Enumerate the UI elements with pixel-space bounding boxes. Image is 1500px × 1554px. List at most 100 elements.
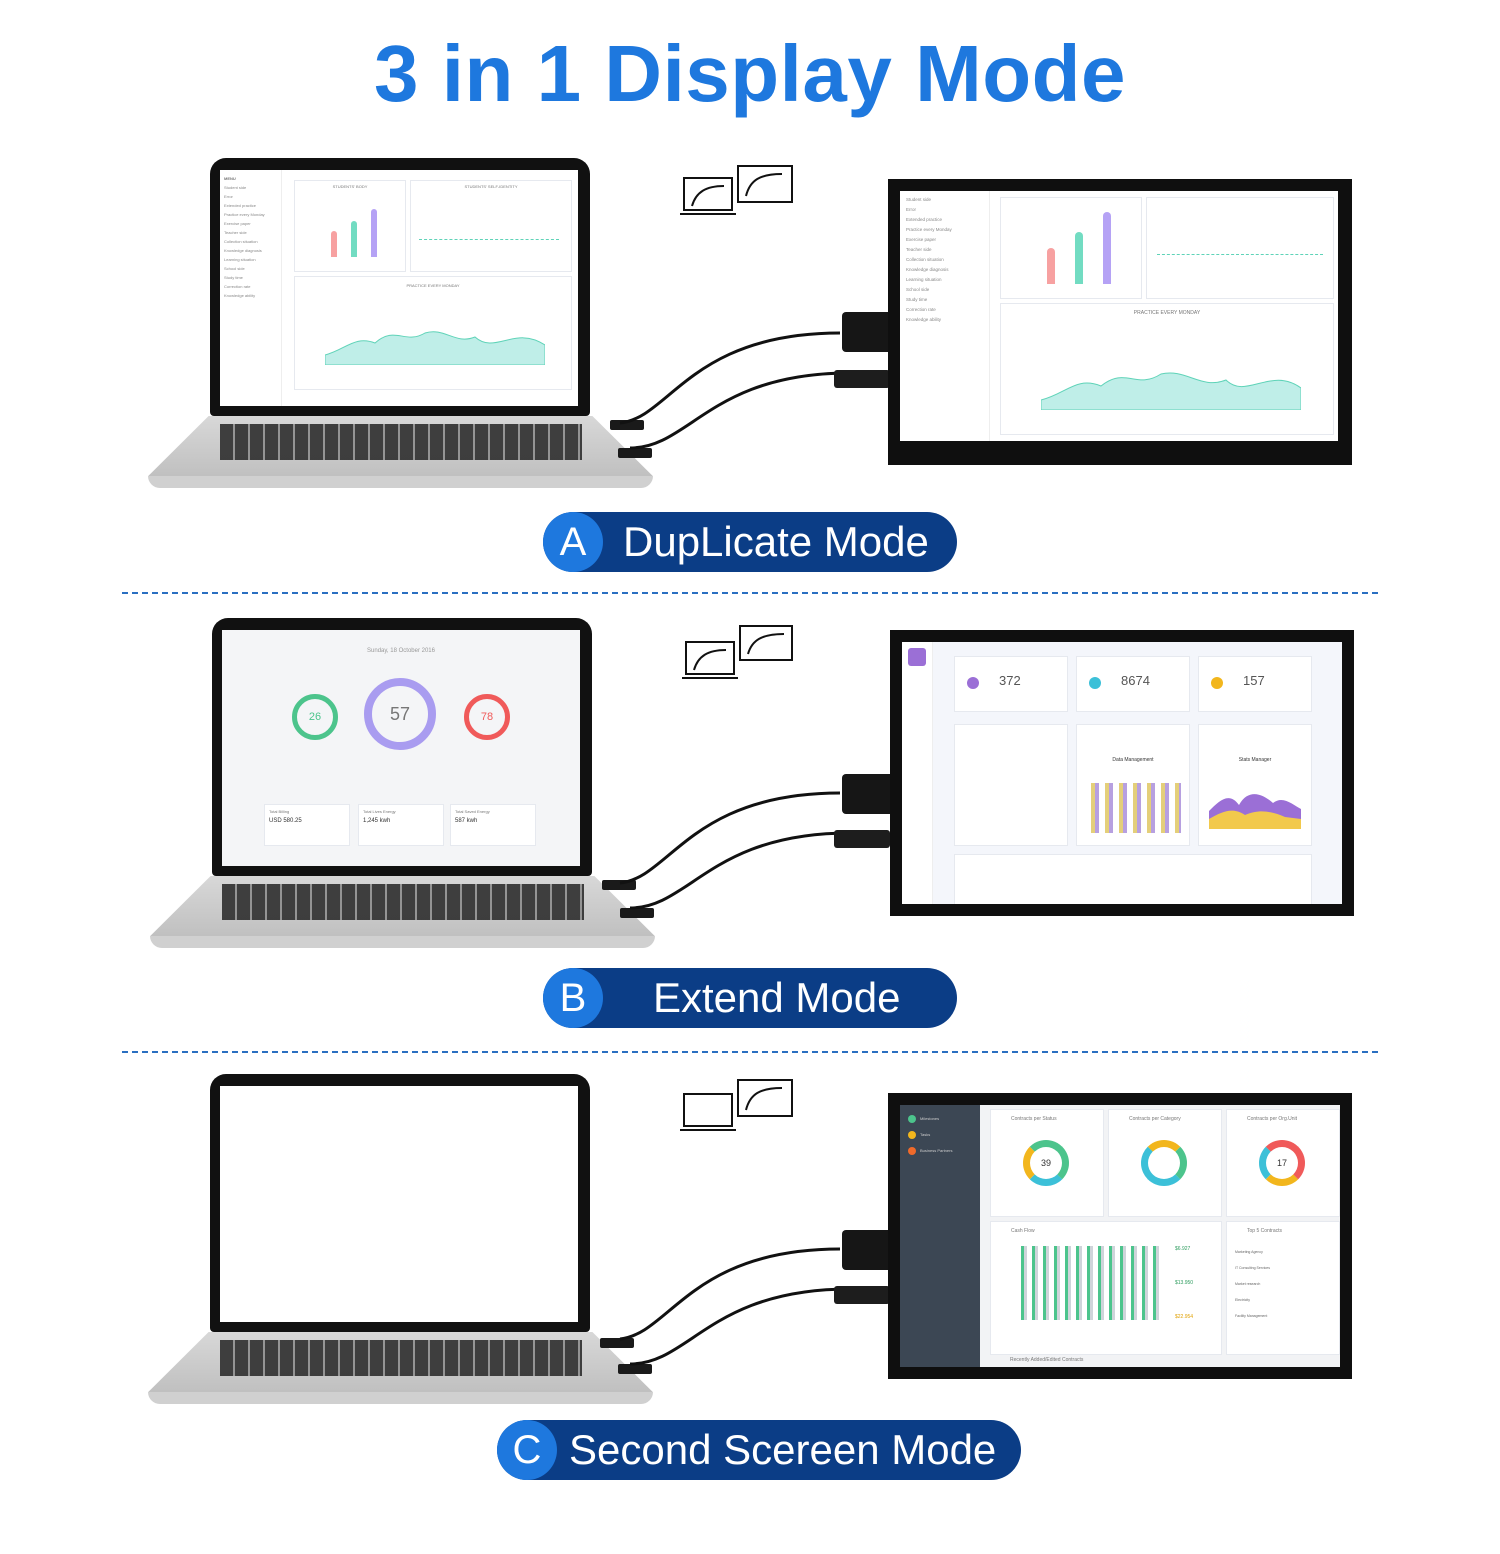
temperature-ring: 78	[464, 694, 510, 740]
external-monitor: Milestones Tasks Business Partners Contr…	[888, 1093, 1352, 1379]
sidebar-item[interactable]: School side	[906, 287, 930, 292]
usb-port	[618, 448, 652, 458]
contract-row[interactable]: Facility Management	[1235, 1314, 1268, 1318]
bar-hairstyle	[1047, 248, 1055, 284]
stat-value: 8674	[1121, 673, 1150, 688]
sidebar-item[interactable]: Practice every Monday	[224, 212, 265, 217]
contract-row[interactable]: Marketing Agency	[1235, 1250, 1263, 1254]
plugins-card	[954, 854, 1312, 904]
students-body-card: STUDENTS' BODY	[294, 180, 406, 272]
sidebar-item[interactable]: Learning situation	[906, 277, 942, 282]
laptop-lid	[210, 1074, 590, 1332]
dashboard-sidebar: Milestones Tasks Business Partners	[900, 1105, 980, 1367]
temperature-ring: 57	[364, 678, 436, 750]
sidebar-item[interactable]: Student side	[224, 185, 247, 190]
sidebar-item[interactable]: Study time	[906, 297, 928, 302]
sidebar-item[interactable]: Exercise paper	[906, 237, 937, 242]
card-title: Top 5 Contracts	[1247, 1228, 1283, 1234]
sidebar-item[interactable]: Knowledge ability	[906, 317, 942, 322]
bar-chart	[1041, 209, 1121, 284]
sidebar-item[interactable]: Exercise paper	[224, 221, 251, 226]
stat-value: 157	[1243, 673, 1265, 688]
external-monitor: 372 8674 157 Data Management Stats Manag…	[890, 630, 1354, 916]
mode-name: DupLicate Mode	[623, 518, 929, 565]
usb-connector	[834, 370, 890, 388]
mode-letter: A	[543, 512, 603, 572]
cash-stat: $22.954	[1175, 1314, 1194, 1320]
sidebar-item[interactable]: Learning situation	[224, 257, 256, 262]
ring-value: 57	[389, 704, 411, 724]
sidebar-item[interactable]: Correction rate	[906, 307, 936, 312]
mode-letter: B	[543, 968, 603, 1028]
contract-row[interactable]: Electricity	[1235, 1298, 1250, 1302]
usb-port	[602, 880, 636, 890]
sidebar-item[interactable]: Collection situation	[224, 239, 258, 244]
sidebar-item[interactable]: Practice every Monday	[906, 227, 952, 232]
sidebar-item[interactable]: Student side	[906, 197, 932, 202]
monitor-screen: Milestones Tasks Business Partners Contr…	[900, 1105, 1340, 1367]
stat-value: 372	[999, 673, 1021, 688]
stat-icon	[967, 677, 979, 689]
card-title: Total Lives Energy	[363, 809, 396, 814]
sidebar-item[interactable]: Knowledge diagnosis	[906, 267, 949, 272]
laptop-base	[148, 1392, 653, 1404]
stat-card: 372	[954, 656, 1068, 712]
sidebar-item[interactable]: Knowledge ability	[224, 293, 256, 298]
sidebar-item[interactable]: Error	[224, 194, 233, 199]
contracts-category-card: Contracts per Category	[1108, 1109, 1222, 1217]
duplicate-mode-icon	[680, 158, 795, 218]
laptop-lid: Sunday, 18 October 2016 26 57 78 Total B…	[212, 618, 592, 876]
donut-chart: 39	[1023, 1140, 1069, 1186]
contract-row[interactable]: IT Consulting Services	[1235, 1266, 1270, 1270]
side-item[interactable]: Tasks	[908, 1131, 972, 1143]
laptop-base	[150, 936, 655, 948]
stat-icon	[1211, 677, 1223, 689]
mode-label-a: A DupLicate Mode	[543, 512, 957, 572]
stat-card: Total Saved Energy 587 kwh	[450, 804, 536, 846]
stat-icon	[1089, 677, 1101, 689]
dot-line	[1157, 254, 1323, 255]
area-chart	[325, 331, 545, 365]
cash-stat: $6.927	[1175, 1246, 1191, 1252]
menu-label: MENU	[224, 176, 236, 181]
usb-port	[600, 1338, 634, 1348]
self-identity-card	[1146, 197, 1334, 299]
area-chart	[1041, 372, 1301, 410]
sidebar-item[interactable]: Teacher side	[906, 247, 932, 252]
sidebar-item[interactable]: Study time	[224, 275, 243, 280]
card-title: Contracts per Category	[1129, 1116, 1181, 1122]
sidebar-item[interactable]: Teacher side	[224, 230, 247, 235]
hdmi-connector	[842, 774, 896, 814]
bar-clothing	[351, 221, 357, 257]
sidebar-item[interactable]: Correction rate	[224, 284, 251, 289]
section-second-screen: Milestones Tasks Business Partners Contr…	[0, 1074, 1500, 1554]
ring-value: 26	[308, 711, 322, 723]
laptop-screen: Sunday, 18 October 2016 26 57 78 Total B…	[222, 630, 580, 866]
second-screen-mode-icon	[680, 1074, 795, 1134]
stat-card: 8674	[1076, 656, 1190, 712]
laptop: Sunday, 18 October 2016 26 57 78 Total B…	[150, 618, 655, 958]
contracts-orgunit-card: Contracts per Org.Unit 17	[1226, 1109, 1340, 1217]
side-item[interactable]: Business Partners	[908, 1147, 972, 1159]
sidebar-item[interactable]: Knowledge diagnosis	[224, 248, 262, 253]
stat-card: 157	[1198, 656, 1312, 712]
section-divider	[122, 1051, 1378, 1053]
chart-title: PRACTICE EVERY MONDAY	[1133, 310, 1201, 316]
sidebar-item[interactable]: Error	[906, 207, 916, 212]
sidebar-item[interactable]: Extended practice	[906, 217, 943, 222]
side-item[interactable]: Milestones	[908, 1115, 972, 1127]
dot-line	[419, 239, 559, 240]
sidebar-item[interactable]: School side	[224, 266, 245, 271]
sidebar-item[interactable]: Extended practice	[224, 203, 257, 208]
card-subtitle: Data Management	[1112, 757, 1154, 763]
card-subtitle: Stats Manager	[1238, 757, 1272, 763]
keyboard	[222, 884, 584, 920]
sidebar-item[interactable]: Collection situation	[906, 257, 944, 262]
contract-row[interactable]: Market research	[1235, 1282, 1261, 1286]
